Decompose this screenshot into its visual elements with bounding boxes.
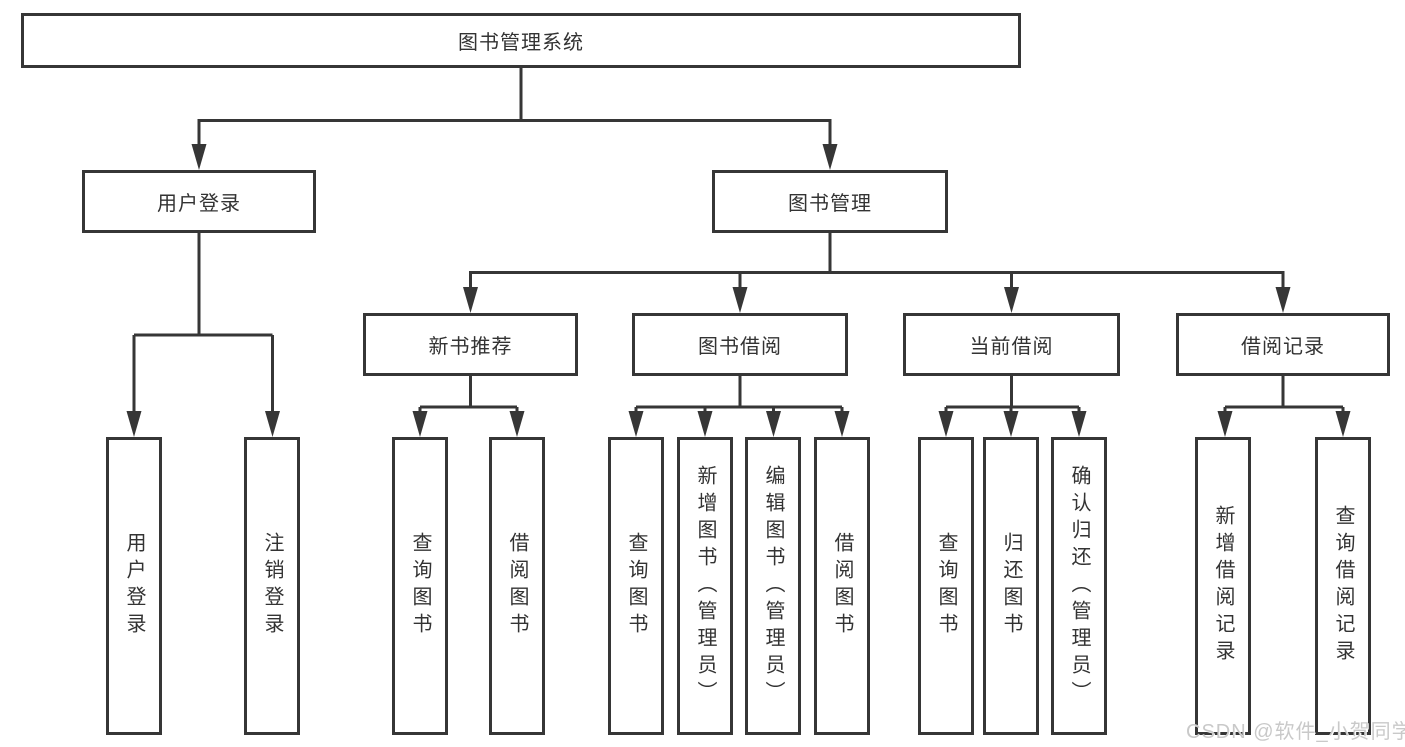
connector-book-borrow <box>634 376 844 417</box>
arrow-down-icon <box>126 411 142 437</box>
arrow-down-icon <box>1004 287 1019 313</box>
arrow-down-icon <box>697 411 713 437</box>
leaf-query-books-3-label: 查询图书 <box>935 532 957 640</box>
node-book-management: 图书管理 <box>712 170 948 233</box>
node-root-label: 图书管理系统 <box>458 32 584 54</box>
node-book-borrowing: 图书借阅 <box>632 313 848 376</box>
arrow-down-icon <box>412 411 428 437</box>
leaf-borrow-books-1-label: 借阅图书 <box>506 532 528 640</box>
node-book-borrowing-label: 图书借阅 <box>698 336 782 358</box>
leaf-query-borrow-record-label: 查询借阅记录 <box>1332 505 1354 667</box>
leaf-add-books-admin-label: 新增图书（管理员） <box>694 464 716 708</box>
arrow-down-icon <box>628 411 644 437</box>
arrow-down-icon <box>1071 411 1087 437</box>
arrow-down-icon <box>265 411 280 437</box>
leaf-confirm-return-admin: 确认归还（管理员） <box>1051 437 1107 735</box>
node-current-borrowing-label: 当前借阅 <box>969 336 1054 358</box>
leaf-borrow-books-1: 借阅图书 <box>489 437 545 735</box>
arrow-down-icon <box>766 411 781 437</box>
leaf-add-borrow-record-label: 新增借阅记录 <box>1212 505 1234 667</box>
leaf-query-books-2-label: 查询图书 <box>625 532 647 640</box>
node-user-login: 用户登录 <box>82 170 316 233</box>
node-borrowing-records: 借阅记录 <box>1176 313 1390 376</box>
arrow-down-icon <box>834 411 850 437</box>
node-new-book-recommend-label: 新书推荐 <box>428 336 513 358</box>
leaf-query-borrow-record: 查询借阅记录 <box>1315 437 1371 735</box>
arrow-down-icon <box>1335 411 1351 437</box>
leaf-return-books-label: 归还图书 <box>1000 532 1022 640</box>
leaf-query-books-3: 查询图书 <box>918 437 974 735</box>
connector-borrow-records <box>1223 376 1345 417</box>
arrow-down-icon <box>191 144 207 170</box>
node-new-book-recommend: 新书推荐 <box>363 313 578 376</box>
arrow-down-icon <box>1003 411 1019 437</box>
node-current-borrowing: 当前借阅 <box>903 313 1120 376</box>
leaf-add-books-admin: 新增图书（管理员） <box>677 437 733 735</box>
arrow-down-icon <box>463 287 478 313</box>
leaf-logout: 注销登录 <box>244 437 300 735</box>
leaf-user-login: 用户登录 <box>106 437 162 735</box>
leaf-query-books-1-label: 查询图书 <box>409 532 431 640</box>
node-root: 图书管理系统 <box>21 13 1021 68</box>
watermark: CSDN @软件_小贺同学 <box>1186 721 1405 743</box>
arrow-down-icon <box>732 287 748 313</box>
connector-user-login <box>132 233 274 417</box>
leaf-edit-books-admin: 编辑图书（管理员） <box>745 437 801 735</box>
connector-current-borrow <box>944 376 1081 417</box>
leaf-return-books: 归还图书 <box>983 437 1039 735</box>
leaf-logout-label: 注销登录 <box>261 532 283 640</box>
arrow-down-icon <box>1275 287 1291 313</box>
arrow-down-icon <box>509 411 525 437</box>
leaf-edit-books-admin-label: 编辑图书（管理员） <box>762 464 784 708</box>
leaf-query-books-2: 查询图书 <box>608 437 664 735</box>
leaf-confirm-return-admin-label: 确认归还（管理员） <box>1068 464 1090 708</box>
connector-new-books <box>418 376 519 417</box>
leaf-borrow-books-2-label: 借阅图书 <box>831 532 853 640</box>
node-book-management-label: 图书管理 <box>788 193 872 215</box>
connector-book-mgmt <box>469 233 1285 293</box>
arrow-down-icon <box>822 144 838 170</box>
node-user-login-label: 用户登录 <box>157 193 241 215</box>
arrow-down-icon <box>938 411 954 437</box>
arrow-down-icon <box>1217 411 1233 437</box>
node-borrowing-records-label: 借阅记录 <box>1241 336 1325 358</box>
leaf-borrow-books-2: 借阅图书 <box>814 437 870 735</box>
leaf-query-books-1: 查询图书 <box>392 437 448 735</box>
connector-root <box>197 68 832 150</box>
leaf-user-login-label: 用户登录 <box>123 532 145 640</box>
leaf-add-borrow-record: 新增借阅记录 <box>1195 437 1251 735</box>
